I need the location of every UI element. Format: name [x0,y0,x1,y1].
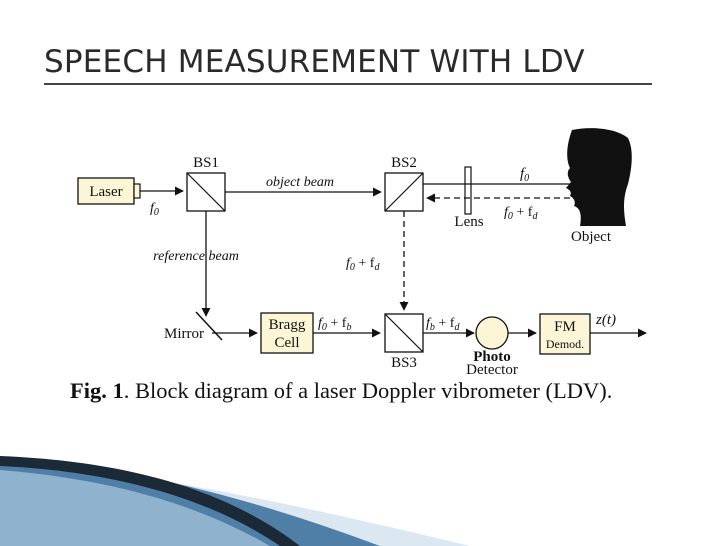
object-beam-label: object beam [266,175,334,190]
reference-beam-label: reference beam [153,249,239,264]
f0-fb-label: f0 + fb [318,316,351,333]
mirror-label: Mirror [164,326,204,342]
slide-title: SPEECH MEASUREMENT WITH LDV [44,44,585,80]
photo-label-line2: Detector [466,362,518,378]
figure-caption-label: Fig. 1 [70,378,124,403]
lens-label: Lens [454,214,483,230]
lens: Lens [454,166,484,230]
fm-label-line1: FM [554,319,576,335]
bs2-splitter: BS2 [384,155,424,212]
bs1-label: BS1 [193,155,219,171]
photo-label-line1: Photo [473,349,511,365]
laser-label: Laser [89,184,122,200]
bs2-label: BS2 [391,155,417,171]
f0-fd-return-label: f0 + fd [504,205,538,222]
object-label: Object [571,229,612,245]
fb-fd-label: fb + fd [426,316,460,333]
bs3-label: BS3 [391,355,417,371]
bragg-label-line1: Bragg [269,317,306,333]
f0-fd-vertical-label: f0 + fd [346,256,380,273]
zt-label: z(t) [595,312,616,328]
bs1-splitter: BS1 [186,155,226,212]
figure-caption: Fig. 1. Block diagram of a laser Doppler… [70,378,612,404]
bragg-label-line2: Cell [275,335,300,351]
fm-demod-block: FM Demod. [539,313,591,355]
mirror: Mirror [164,311,223,342]
photo-detector: Photo Detector [466,316,518,378]
object-head-silhouette: Object [566,128,632,245]
f0-top-label: f0 [520,166,529,184]
figure-caption-text: . Block diagram of a laser Doppler vibro… [123,378,613,403]
fm-label-line2: Demod. [546,337,584,351]
f0-laser-label: f0 [150,201,159,218]
laser-block: Laser [77,177,141,205]
title-underline [44,83,652,85]
